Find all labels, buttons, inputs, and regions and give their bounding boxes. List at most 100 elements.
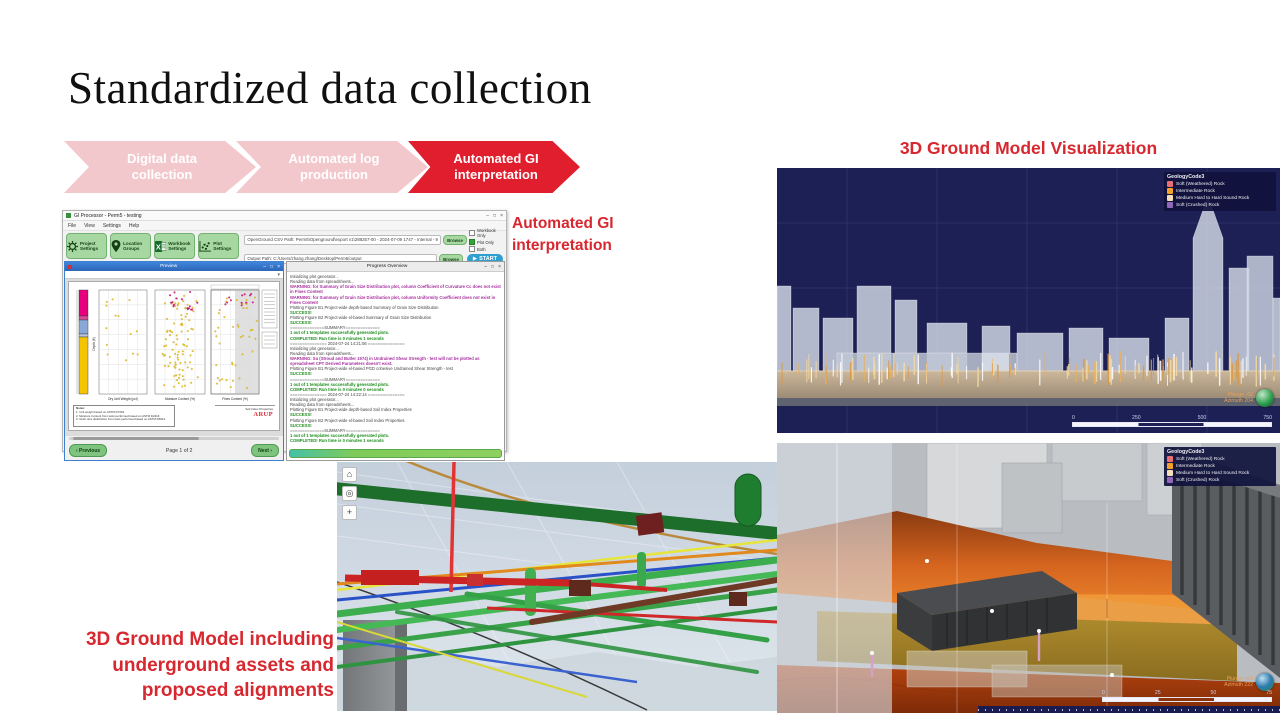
legend-label: Soft (Weathered) Rock	[1176, 456, 1225, 462]
legend-label: Intermediate Rock	[1176, 463, 1215, 469]
home-button[interactable]: ⌂	[342, 467, 357, 482]
caption-automated-gi: Automated GI interpretation	[512, 215, 614, 255]
preview-page-area: Dry Unit Weight (pcf) Moisture Content (…	[65, 279, 283, 436]
preview-hscrollbar[interactable]	[69, 437, 279, 440]
legend-swatch	[1167, 181, 1173, 187]
underground-model-graphic	[777, 443, 1280, 713]
plunge-readout: Plunge -02	[1227, 391, 1253, 398]
progress-titlebar: Progress Overview – □ ×	[287, 262, 504, 272]
previous-page-button[interactable]: ‹ Previous	[69, 444, 108, 457]
process-step-automated-log: Automated log production	[236, 141, 428, 193]
next-page-button[interactable]: Next ›	[251, 444, 279, 457]
plus-icon: +	[346, 507, 353, 517]
compass-icon	[1256, 389, 1274, 407]
app-toolbar: Project Settings Location Groups X Workb…	[63, 228, 506, 264]
locate-icon: ◎	[345, 488, 354, 498]
location-groups-button[interactable]: Location Groups	[110, 233, 152, 259]
close-icon[interactable]: ×	[277, 263, 280, 270]
progress-log[interactable]: Initializing plot generator...Reading da…	[290, 274, 501, 443]
preview-template-dropdown[interactable]: ▾	[65, 271, 283, 279]
progress-title: Progress Overview	[366, 264, 408, 269]
minimize-icon[interactable]: –	[484, 263, 488, 270]
legend-title: GeologyCode3	[1167, 449, 1205, 455]
svg-text:Dry Unit Weight (pcf): Dry Unit Weight (pcf)	[108, 397, 138, 401]
workbook-settings-label: Workbook Settings	[168, 241, 191, 251]
legend-label: Soft (Crushed) Rock	[1176, 202, 1220, 208]
menu-settings[interactable]: Settings	[102, 222, 121, 229]
preview-pager: ‹ Previous Page 1 of 2 Next ›	[65, 441, 283, 460]
minimize-icon[interactable]: –	[486, 212, 490, 219]
soil-index-plot: Dry Unit Weight (pcf) Moisture Content (…	[76, 284, 278, 401]
workbook-settings-button[interactable]: X Workbook Settings	[154, 233, 196, 259]
progress-window: Progress Overview – □ × Initializing plo…	[286, 261, 505, 461]
svg-text:X: X	[156, 242, 161, 251]
legend-swatch	[1167, 456, 1173, 462]
preview-app-icon	[68, 264, 72, 269]
menu-help[interactable]: Help	[128, 222, 140, 229]
option-both[interactable]: Both	[469, 246, 503, 252]
close-icon[interactable]: ×	[498, 263, 501, 270]
arup-logo: ARUP	[253, 411, 273, 418]
maximize-icon[interactable]: □	[491, 263, 495, 270]
legend-swatch	[1167, 470, 1173, 476]
title-block: Soil Index Properties ARUP	[215, 405, 275, 427]
minimize-icon[interactable]: –	[263, 263, 267, 270]
svg-text:Depth (ft): Depth (ft)	[92, 337, 96, 350]
legend-swatch	[1167, 195, 1173, 201]
preview-title: Preview	[160, 264, 178, 269]
legend-label: Soft (Weathered) Rock	[1176, 181, 1225, 187]
zoom-in-button[interactable]: +	[342, 505, 357, 520]
progress-bar	[289, 449, 502, 458]
maximize-icon[interactable]: □	[270, 263, 274, 270]
close-icon[interactable]: ×	[500, 212, 503, 219]
city-skyline-graphic	[777, 168, 1280, 433]
legend-label: Intermediate Rock	[1176, 188, 1215, 194]
option-workbook-only[interactable]: Workbook Only	[469, 228, 503, 238]
app-icon	[66, 213, 71, 218]
chevron-down-icon: ▾	[277, 271, 280, 278]
plot-legend	[261, 289, 278, 349]
utilities-model-viewport[interactable]: ⌂ ◎ +	[337, 462, 777, 711]
checkbox-checked-icon	[469, 239, 475, 245]
plot-settings-label: Plot Settings	[213, 241, 232, 251]
scatter-plot-icon	[199, 240, 212, 252]
caption-underground-assets: 3D Ground Model including underground as…	[85, 629, 334, 702]
legend-swatch	[1167, 477, 1173, 483]
project-settings-label: Project Settings	[80, 241, 99, 251]
location-pin-icon	[111, 240, 121, 252]
locate-button[interactable]: ◎	[342, 486, 357, 501]
strat-column	[76, 289, 89, 395]
menu-file[interactable]: File	[68, 222, 77, 229]
plunge-readout: Plunge +09	[1226, 675, 1253, 682]
menu-view[interactable]: View	[84, 222, 95, 229]
legend-label: Medium Hard to Hard Sound Rock	[1176, 470, 1250, 476]
maximize-icon[interactable]: □	[493, 212, 497, 219]
underground-pipes-graphic	[337, 462, 777, 711]
app-titlebar: GI Processor - Perm5 - testing – □ ×	[63, 211, 506, 221]
project-settings-button[interactable]: Project Settings	[66, 233, 108, 259]
excel-icon: X	[155, 240, 167, 252]
page-title: Standardized data collection	[68, 63, 592, 113]
process-step-automated-gi: Automated GI interpretation	[408, 141, 580, 193]
preview-titlebar: Preview – □ ×	[65, 262, 283, 271]
page-indicator: Page 1 of 2	[165, 447, 193, 454]
compass-icon	[1256, 673, 1274, 691]
start-button[interactable]: ▶START	[467, 254, 503, 264]
plot-settings-button[interactable]: Plot Settings	[198, 233, 240, 259]
openground-path-input[interactable]: OpenGround CSV Path: Perm5\Openground\ex…	[244, 235, 441, 245]
app-window: GI Processor - Perm5 - testing – □ × Fil…	[62, 210, 507, 461]
legend-label: Soft (Crushed) Rock	[1176, 477, 1220, 483]
browse-openground-button[interactable]: Browse	[443, 235, 467, 245]
plot-page: Dry Unit Weight (pcf) Moisture Content (…	[68, 281, 280, 431]
map-controls: ⌂ ◎ +	[342, 467, 357, 520]
option-plot-only[interactable]: Plot Only	[469, 239, 503, 245]
gear-icon	[67, 240, 78, 252]
legend-swatch	[1167, 463, 1173, 469]
